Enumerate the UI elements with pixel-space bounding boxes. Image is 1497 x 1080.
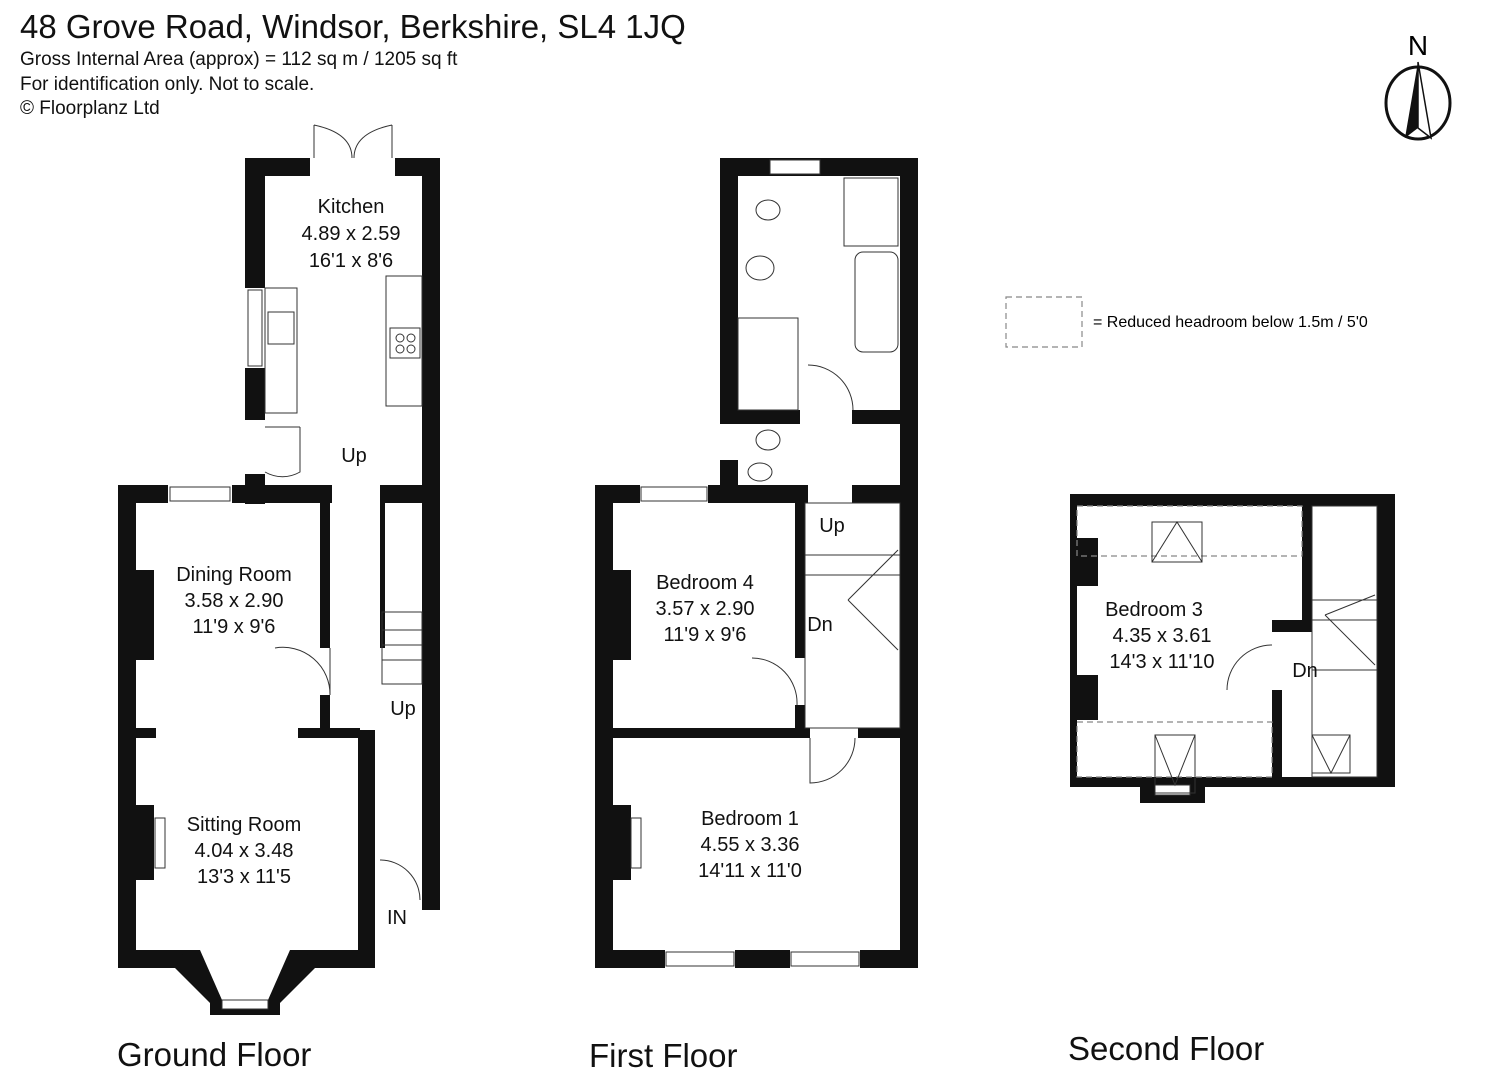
second-floor-plan: Bedroom 3 4.35 x 3.61 14'3 x 11'10 Dn Se… [1068,494,1395,1067]
dining-room-metric: 3.58 x 2.90 [185,590,284,612]
property-address-title: 48 Grove Road, Windsor, Berkshire, SL4 1… [20,8,686,45]
stairs-up-label: Up [390,698,416,720]
sitting-room-metric: 4.04 x 3.48 [195,840,294,862]
sitting-room-name: Sitting Room [187,814,302,836]
kitchen-name: Kitchen [318,196,385,218]
kitchen-metric: 4.89 x 2.59 [302,223,401,245]
bedroom-4-imperial: 11'9 x 9'6 [664,624,747,646]
bedroom-3-name: Bedroom 3 [1105,599,1203,621]
bedroom-4-metric: 3.57 x 2.90 [656,598,755,620]
headroom-legend: = Reduced headroom below 1.5m / 5'0 [1005,296,1368,348]
bedroom-1-name: Bedroom 1 [701,808,799,830]
bedroom-1-metric: 4.55 x 3.36 [701,834,800,856]
bedroom-3-imperial: 14'3 x 11'10 [1109,651,1214,673]
legend-swatch [1005,296,1083,348]
dining-room-imperial: 11'9 x 9'6 [193,616,276,638]
stairs-up-label: Up [819,515,845,537]
gross-internal-area: Gross Internal Area (approx) = 112 sq m … [20,49,458,70]
bedroom-3-metric: 4.35 x 3.61 [1113,625,1212,647]
first-floor-title: First Floor [589,1037,738,1074]
legend-text: = Reduced headroom below 1.5m / 5'0 [1093,314,1368,331]
bedroom-1-imperial: 14'11 x 11'0 [698,860,802,882]
stairs-up-label: Up [341,445,367,467]
sitting-room-imperial: 13'3 x 11'5 [197,866,291,888]
disclaimer: For identification only. Not to scale. [20,74,315,95]
north-compass-icon: N [1384,30,1452,141]
ground-floor-plan: Kitchen 4.89 x 2.59 16'1 x 8'6 Dining Ro… [117,124,440,1073]
compass-label: N [1408,30,1428,61]
second-floor-title: Second Floor [1068,1030,1264,1067]
copyright: © Floorplanz Ltd [20,98,160,119]
entrance-label: IN [387,907,407,929]
bedroom-4-name: Bedroom 4 [656,572,754,594]
first-floor-plan: Bedroom 4 3.57 x 2.90 11'9 x 9'6 Bedroom… [589,158,918,1074]
stairs-down-label: Dn [1292,660,1318,682]
stairs-down-label: Dn [807,614,833,636]
dining-room-name: Dining Room [176,564,292,586]
ground-floor-title: Ground Floor [117,1036,311,1073]
kitchen-imperial: 16'1 x 8'6 [309,250,393,272]
